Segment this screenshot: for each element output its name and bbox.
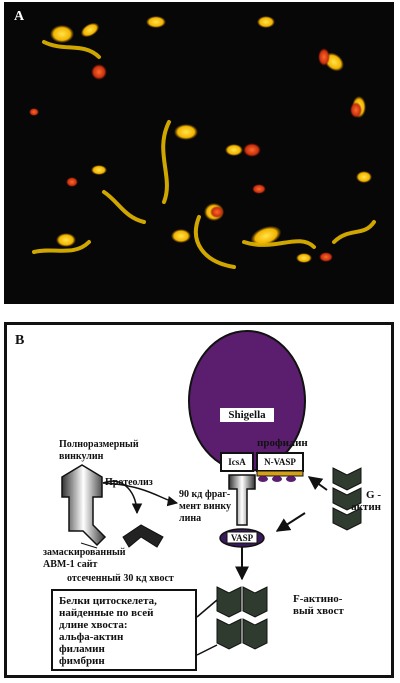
g-actin-label: G - актин xyxy=(351,489,381,513)
nvasp-stripe xyxy=(256,470,304,477)
cytoskeleton-item: фимбрин xyxy=(59,655,105,667)
micrograph-image xyxy=(4,2,394,304)
icsa-label: IcsA xyxy=(228,457,246,467)
cleaved-tail-shape xyxy=(122,524,164,548)
panel-a-label: A xyxy=(14,9,25,24)
proteolysis-label: Протеолиз xyxy=(105,477,153,488)
fragment-90-label: 90 кд фраг- мент винку лина xyxy=(179,489,231,524)
masked-site-label: замаскированный АВМ-1 сайт xyxy=(43,547,126,570)
vasp-label: VASP xyxy=(230,533,254,543)
nvasp-label: N-VASP xyxy=(264,457,296,467)
cytoskeleton-item: филамин xyxy=(59,643,105,655)
full-vinculin-label: Полноразмерный винкулин xyxy=(59,439,139,462)
cytoskeleton-title: Белки цитоскелета, найденные по всей дли… xyxy=(59,595,157,631)
fluorescence-micrograph: A xyxy=(4,2,394,304)
vinculin-stem xyxy=(228,474,256,526)
actin-tail-diagram: B Shigella профилин IcsA N-VASP VASP G -… xyxy=(4,322,394,678)
shigella-bacterium xyxy=(188,330,306,472)
cleaved-tail-label: отсеченный 30 кд хвост xyxy=(67,573,174,584)
diagram-shapes xyxy=(61,330,362,656)
shigella-label: Shigella xyxy=(220,408,274,422)
panel-b-label: B xyxy=(15,333,25,348)
cytoskeleton-proteins-box: Белки цитоскелета, найденные по всей дли… xyxy=(51,589,197,671)
profilin-label: профилин xyxy=(257,437,308,449)
icsa-box xyxy=(220,452,254,472)
f-actin-tail-label: F-актино- вый хвост xyxy=(293,593,344,617)
cytoskeleton-item: альфа-актин xyxy=(59,631,124,643)
full-vinculin-shape xyxy=(61,464,107,547)
